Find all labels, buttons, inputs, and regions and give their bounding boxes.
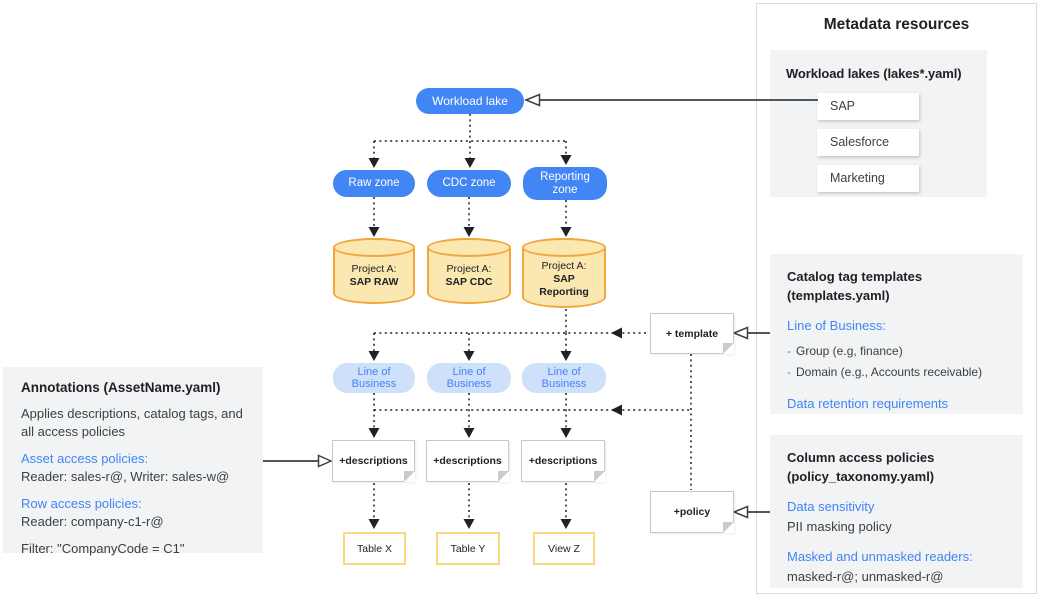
lob-pill-3: Line of Business [522,363,606,393]
lake-item-salesforce: Salesforce [817,129,919,156]
reporting-zone-node: Reporting zone [523,167,607,200]
table-x-node: Table X [343,532,406,565]
project-sap-raw-cylinder: Project A: SAP RAW [333,238,415,304]
catalog-templates-heading: Catalog tag templates (templates.yaml) [787,269,923,303]
column-policies-heading: Column access policies (policy_taxonomy.… [787,450,935,484]
masked-readers-label: Masked and unmasked readers: [787,549,973,564]
workload-lakes-heading: Workload lakes (lakes*.yaml) [786,66,962,81]
lob-template-bullets: -Group (e.g, finance) -Domain (e.g., Acc… [787,341,1015,383]
lob-pill-2: Line of Business [427,363,511,393]
lake-item-marketing: Marketing [817,165,919,192]
annotations-panel: Annotations (AssetName.yaml) Applies des… [3,367,263,556]
row-access-policies-label: Row access policies: [21,496,142,511]
annotations-heading: Annotations (AssetName.yaml) [21,380,221,395]
template-note: + template [650,313,734,354]
descriptions-note-3: +descriptions [521,440,605,482]
bullet-dash: - [787,344,791,358]
workload-lake-node: Workload lake [416,88,524,114]
data-sensitivity-label: Data sensitivity [787,499,875,514]
lob-template-label: Line of Business: [787,318,887,333]
annotations-body: Applies descriptions, catalog tags, and … [21,406,243,439]
bullet-domain: -Domain (e.g., Accounts receivable) [787,365,983,379]
lake-item-sap: SAP [817,93,919,120]
table-y-node: Table Y [436,532,500,565]
data-retention-label: Data retention requirements [787,396,949,411]
catalog-templates-section: Catalog tag templates (templates.yaml) L… [770,254,1023,414]
filter-value: Filter: "CompanyCode = C1" [21,541,185,556]
project-sap-cdc-cylinder: Project A: SAP CDC [427,238,511,304]
cylinder-label: Project A: SAP Reporting [539,259,589,298]
cylinder-label: Project A: SAP CDC [445,263,493,288]
metadata-resources-panel: Metadata resources Workload lakes (lakes… [756,3,1037,594]
metadata-panel-title: Metadata resources [823,16,970,33]
bullet-group: -Group (e.g, finance) [787,344,903,358]
asset-access-policies-value: Reader: sales-r@, Writer: sales-w@ [21,469,230,484]
data-sensitivity-value: PII masking policy [787,519,892,534]
workload-lakes-section: Workload lakes (lakes*.yaml) SAP Salesfo… [770,50,987,197]
cdc-zone-node: CDC zone [427,170,511,197]
view-z-node: View Z [533,532,595,565]
asset-access-policies-label: Asset access policies: [21,451,149,466]
raw-zone-node: Raw zone [333,170,415,197]
row-access-policies-value: Reader: company-c1-r@ [21,514,164,529]
workload-lakes-list: SAP Salesforce Marketing [817,93,987,192]
column-policies-section: Column access policies (policy_taxonomy.… [770,435,1023,588]
bullet-dash: - [787,365,791,379]
project-sap-reporting-cylinder: Project A: SAP Reporting [522,238,606,308]
policy-note: +policy [650,491,734,533]
masked-readers-value: masked-r@; unmasked-r@ [787,569,944,584]
descriptions-note-1: +descriptions [332,440,415,482]
descriptions-note-2: +descriptions [426,440,509,482]
lob-pill-1: Line of Business [333,363,415,393]
cylinder-label: Project A: SAP RAW [349,263,399,288]
